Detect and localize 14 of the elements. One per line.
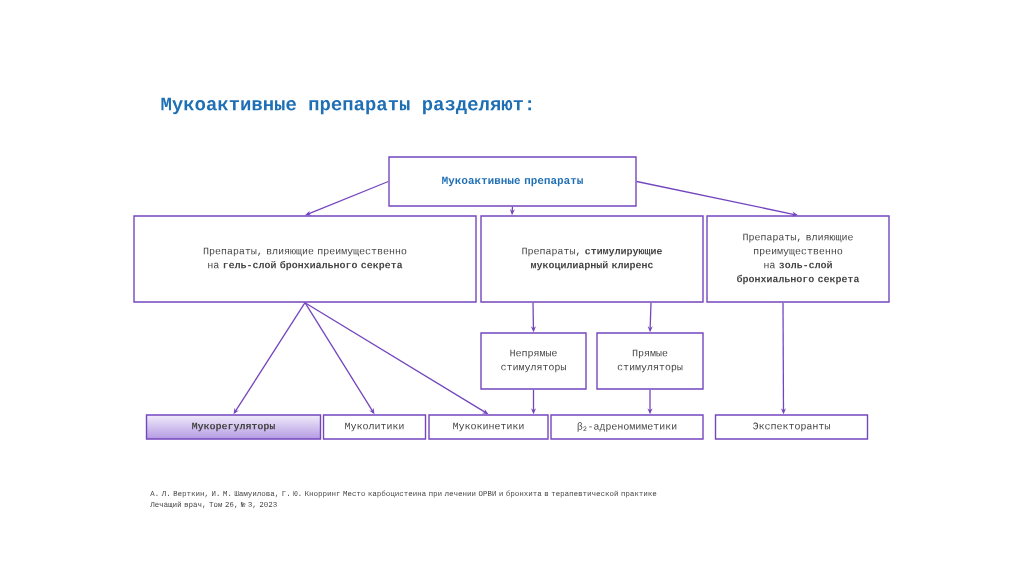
- slide-title: Мукоактивные препараты разделяют:: [161, 97, 531, 115]
- category-box: Препараты, стимулирующие мукоцилиарный клиренс: [480, 215, 704, 303]
- arrow: [636, 180, 798, 217]
- stimulator-box: Прямые стимуляторы: [596, 332, 704, 390]
- drug-group-box: Мукорегуляторы: [145, 414, 322, 440]
- category-box: Препараты, влияющие преимущественно на гель-слой бронхиального секрета: [133, 215, 477, 303]
- drug-group-box: Мукокинетики: [428, 414, 549, 440]
- drug-group-box: Муколитики: [322, 414, 427, 440]
- category-box: Мукоактивные препараты: [388, 156, 637, 207]
- drug-group-box: β$_{2}$-адреномиметики: [550, 414, 704, 440]
- arrow: [305, 180, 389, 216]
- category-box: Препараты, влияющие преимущественно на золь-слой бронхиального секрета: [706, 215, 890, 303]
- stimulator-box: Непрямые стимуляторы: [480, 332, 587, 390]
- drug-group-box: Экспекторанты: [714, 414, 869, 440]
